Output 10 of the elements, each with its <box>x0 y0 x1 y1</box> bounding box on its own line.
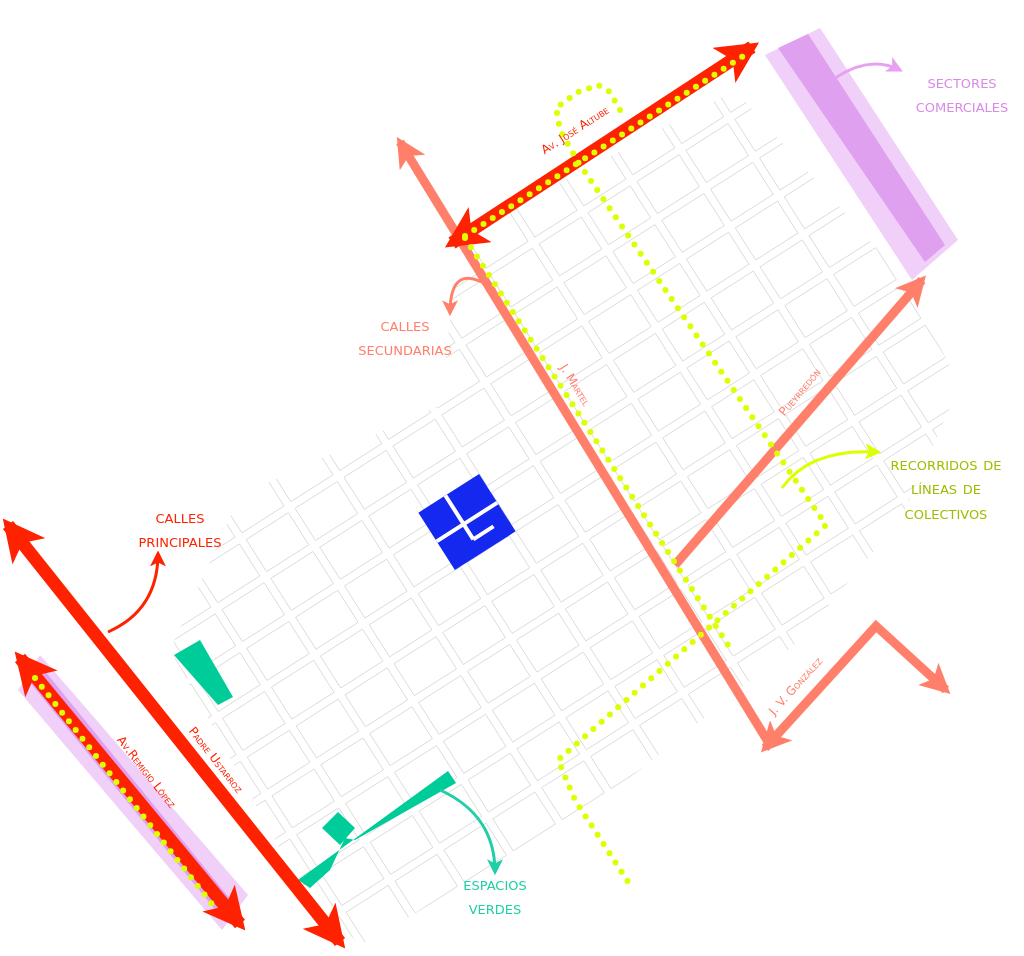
leader-arrow <box>834 57 903 80</box>
leader-arrow <box>107 550 166 634</box>
callout-label: sectores comerciales <box>900 70 1024 119</box>
callout-label: recorridos de líneas de colectivos <box>878 452 1014 525</box>
callout-label: espacios verdes <box>440 872 550 921</box>
leader-arrow <box>439 788 503 876</box>
callout-label: calles secundarias <box>335 313 475 362</box>
callout-label: calles principales <box>115 505 245 554</box>
leader-arrow <box>780 443 882 489</box>
leader-arrow <box>442 276 496 317</box>
